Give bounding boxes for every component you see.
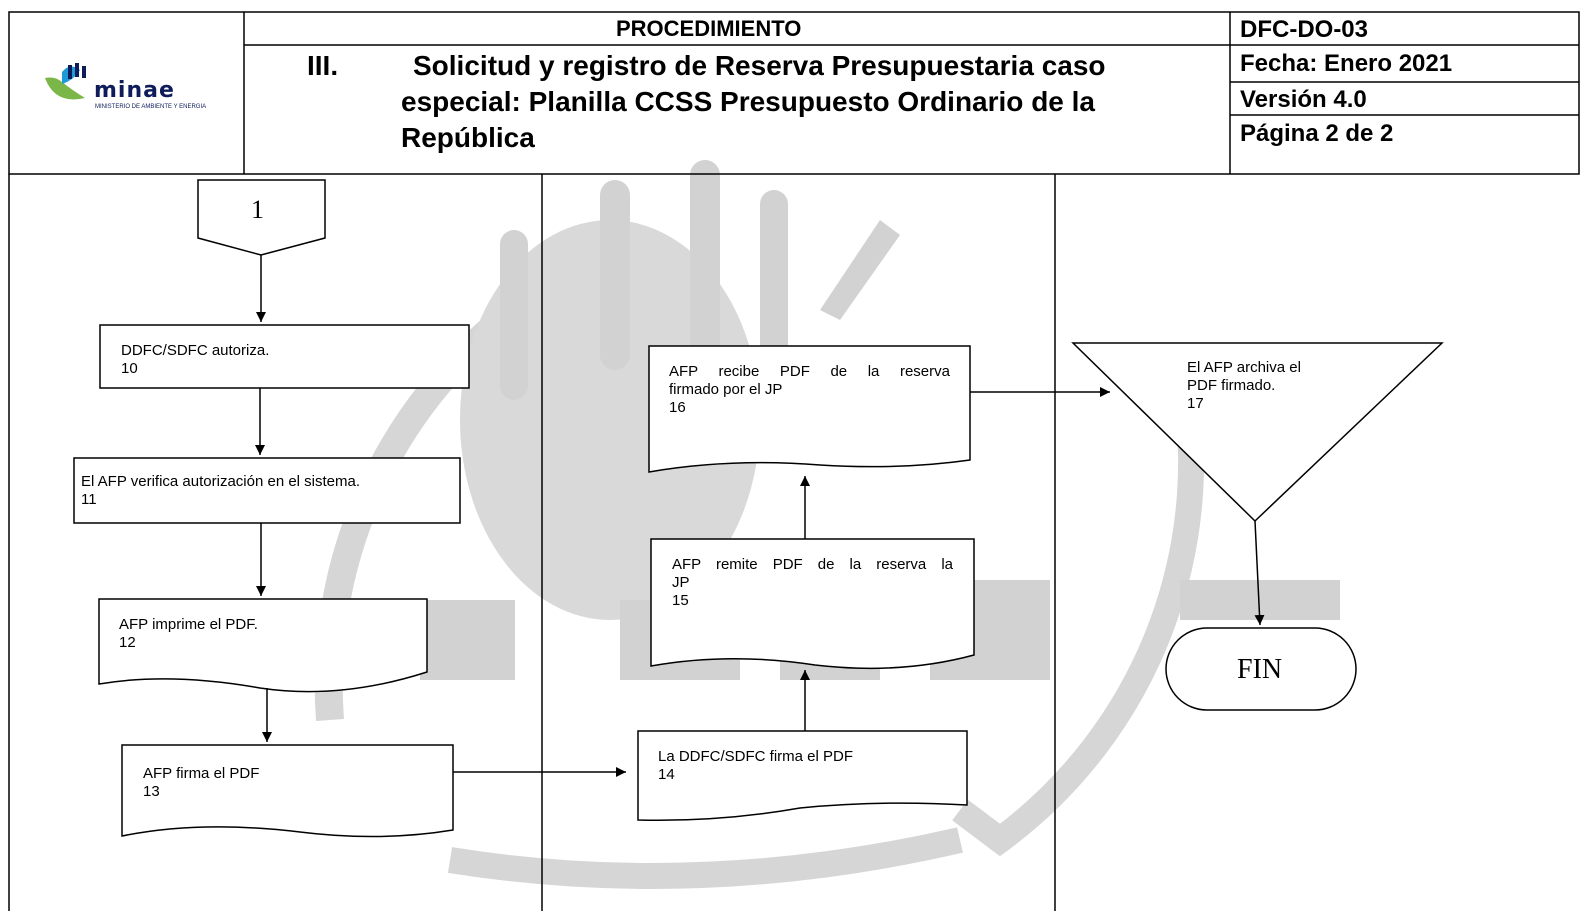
step-13-text: AFP firma el PDF 13 <box>143 765 259 801</box>
step-11-text: El AFP verifica autorización en el siste… <box>81 473 360 509</box>
watermark <box>314 160 1340 889</box>
process-box-11 <box>73 457 461 524</box>
document-16 <box>648 345 971 473</box>
archive-triangle-17 <box>1071 342 1444 523</box>
terminator-fin <box>1165 627 1357 711</box>
step-12-text: AFP imprime el PDF. 12 <box>119 616 258 652</box>
connector-label: 1 <box>251 195 264 224</box>
header-frame <box>8 11 1580 175</box>
page-title-line2: especial: Planilla CCSS Presupuesto Ordi… <box>401 86 1095 117</box>
minae-logo <box>45 63 86 100</box>
process-box-10 <box>99 324 470 389</box>
arrow-17-to-fin <box>1254 520 1265 626</box>
swimlane-frame <box>8 174 1056 911</box>
document-version: Versión 4.0 <box>1240 86 1367 113</box>
document-page: Página 2 de 2 <box>1240 120 1394 147</box>
step-16-text: AFP recibe PDF de la reserva firmado por… <box>669 363 950 417</box>
step-12-number: 12 <box>119 634 136 651</box>
document-14 <box>637 730 968 821</box>
step-15-text: AFP remite PDF de la reserva la JP 15 <box>672 556 953 610</box>
step-16-number: 16 <box>669 399 686 416</box>
document-12 <box>98 598 428 693</box>
document-date: Fecha: Enero 2021 <box>1240 50 1453 77</box>
step-15-label-line2: JP <box>672 574 690 591</box>
step-14-label: La DDFC/SDFC firma el PDF <box>658 748 854 765</box>
step-14-number: 14 <box>658 766 675 783</box>
document-code: DFC-DO-03 <box>1240 16 1369 43</box>
step-11-label: El AFP verifica autorización en el siste… <box>81 473 361 490</box>
step-15-number: 15 <box>672 592 689 609</box>
step-13-number: 13 <box>143 783 160 800</box>
step-17-label-line2: PDF firmado. <box>1187 377 1276 394</box>
step-15-label-line1: AFP remite PDF de la reserva la <box>672 556 953 573</box>
step-17-label-line1: El AFP archiva el <box>1187 359 1301 376</box>
document-13 <box>121 744 454 838</box>
procedimiento-label: PROCEDIMIENTO <box>616 16 802 41</box>
page-title-line3: República <box>401 122 535 153</box>
step-16-label-line2: firmado por el JP <box>669 381 783 398</box>
step-17-number: 17 <box>1187 395 1204 412</box>
step-12-label: AFP imprime el PDF. <box>119 616 258 633</box>
step-10-label: DDFC/SDFC autoriza. <box>121 342 270 359</box>
step-10-text: DDFC/SDFC autoriza. 10 <box>121 342 269 378</box>
section-number: III. <box>307 50 339 81</box>
page-title-line1: Solicitud y registro de Reserva Presupue… <box>413 50 1106 81</box>
offpage-connector <box>197 179 326 256</box>
logo-leaf-icon <box>45 77 85 100</box>
step-10-number: 10 <box>121 360 138 377</box>
step-14-text: La DDFC/SDFC firma el PDF 14 <box>658 748 853 784</box>
document-15 <box>650 538 975 670</box>
step-17-text: El AFP archiva el PDF firmado. 17 <box>1187 359 1301 413</box>
step-16-label-line1: AFP recibe PDF de la reserva <box>669 363 950 380</box>
logo-brand: minae <box>94 78 175 103</box>
step-11-number: 11 <box>81 491 97 508</box>
step-13-label: AFP firma el PDF <box>143 765 260 782</box>
logo-subtitle: MINISTERIO DE AMBIENTE Y ENERGIA <box>95 104 207 110</box>
fin-label: FIN <box>1237 654 1283 685</box>
